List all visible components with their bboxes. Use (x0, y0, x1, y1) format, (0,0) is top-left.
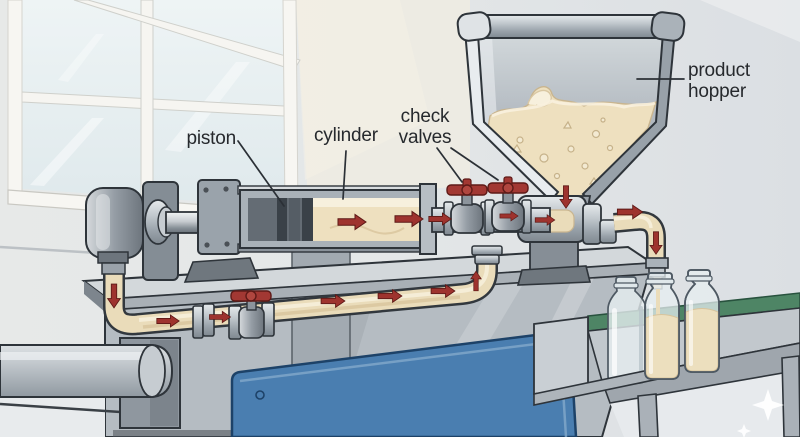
supply-pipe (103, 245, 503, 340)
sparkle-icon (737, 389, 784, 437)
bottle-empty (607, 276, 647, 384)
hopper-rim (456, 11, 686, 42)
check-valve-1-handle (446, 178, 488, 196)
window-sash-diagonal (73, 0, 301, 71)
window-frame-left (7, 0, 23, 197)
check-valve-2 (484, 176, 532, 234)
hopper-product (487, 86, 658, 199)
supply-valve (228, 290, 275, 340)
bottle-filling (644, 272, 680, 380)
label-product-hopper: product hopper (688, 60, 750, 102)
large-supply-pipe (0, 344, 174, 398)
pipe-coupling (192, 303, 215, 339)
riser-coupling (471, 245, 503, 265)
leader-lines (237, 78, 685, 207)
check-valve-2-handle (487, 176, 529, 194)
check-valve-1 (443, 178, 491, 236)
piston-assembly (85, 179, 449, 283)
cylinder-assembly (237, 183, 449, 255)
table-leg (637, 393, 659, 437)
product-fill-level (645, 314, 679, 379)
supply-valve-handle (230, 290, 272, 302)
window (7, 0, 301, 227)
piston-head (277, 198, 287, 241)
valve-manifold (431, 176, 617, 286)
piston-leader-line (237, 140, 285, 207)
label-check-valves-line2: valves (398, 127, 452, 148)
window-frame-right (282, 0, 299, 215)
label-check-valves-line1: check (400, 106, 450, 127)
check-valves-leader-line-2 (450, 147, 499, 181)
table-front-edge (600, 342, 800, 404)
cylinder-leader-line (342, 150, 347, 200)
window-mullion-vertical (140, 0, 154, 201)
drive-actuator (85, 187, 144, 275)
label-product-hopper-line2: hopper (688, 81, 746, 102)
product-stream (656, 289, 660, 318)
mount-plate-front (183, 179, 260, 283)
bottle-filled (684, 269, 720, 373)
product-fill-level (685, 308, 719, 372)
panel-rivet (255, 390, 265, 400)
table-leg (781, 355, 800, 437)
label-cylinder: cylinder (314, 125, 378, 146)
conveyor-guard-plate (533, 315, 589, 396)
label-product-hopper-line1: product (688, 60, 750, 81)
label-check-valves: check valves (392, 106, 458, 148)
check-valves-leader-line-1 (436, 147, 463, 183)
label-piston: piston (186, 128, 236, 149)
